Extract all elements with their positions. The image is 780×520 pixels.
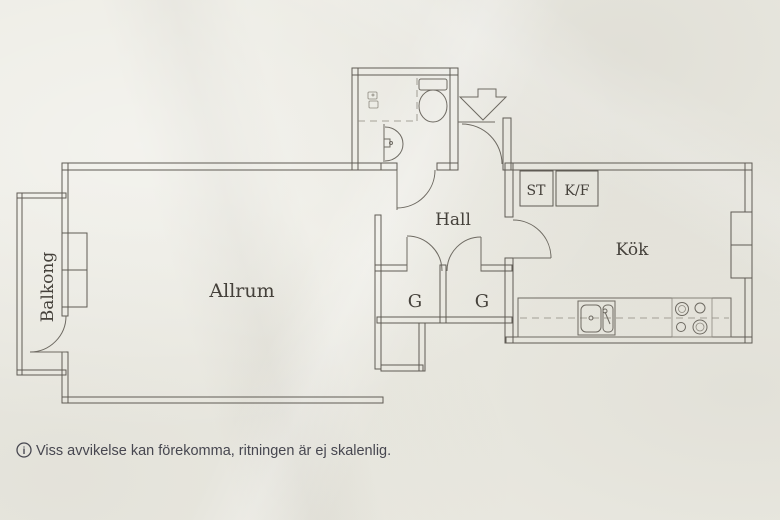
fixture-symbol-icon bbox=[367, 91, 379, 109]
info-circle-icon bbox=[16, 442, 32, 458]
sink-icon bbox=[383, 124, 404, 162]
closet-left-label: G bbox=[408, 291, 422, 312]
closet-left-door bbox=[406, 235, 443, 272]
allrum-label: Allrum bbox=[208, 280, 274, 302]
kitchen-sink-icon bbox=[577, 300, 616, 336]
kf-label: K/F bbox=[565, 183, 590, 199]
toilet-icon bbox=[418, 78, 448, 123]
walls bbox=[61, 67, 753, 404]
kitchen-window bbox=[730, 211, 753, 279]
kf-cabinet bbox=[555, 170, 599, 207]
closet-right-label: G bbox=[475, 291, 489, 312]
hall-label: Hall bbox=[435, 210, 471, 230]
info-icon-glyph: i bbox=[23, 446, 26, 457]
balkong-label: Balkong bbox=[38, 252, 58, 323]
bathroom-door bbox=[396, 169, 436, 210]
kitchen-door bbox=[512, 219, 552, 259]
entry-door bbox=[458, 121, 503, 165]
kok-label: Kök bbox=[616, 240, 649, 260]
stove-icon bbox=[671, 297, 713, 338]
st-cabinet bbox=[519, 170, 554, 207]
kitchen-counter bbox=[517, 297, 732, 338]
st-label: ST bbox=[527, 183, 547, 199]
footer: i Viss avvikelse kan förekomma, ritninge… bbox=[16, 442, 391, 459]
disclaimer-text: Viss avvikelse kan förekomma, ritningen … bbox=[36, 443, 391, 459]
balcony-railing bbox=[16, 192, 67, 376]
entry-arrow-icon bbox=[458, 88, 508, 121]
balcony-door bbox=[29, 315, 67, 353]
closet-right-door bbox=[446, 236, 482, 272]
plumbing-dashed-lines bbox=[358, 76, 418, 122]
balcony-window bbox=[61, 232, 88, 308]
